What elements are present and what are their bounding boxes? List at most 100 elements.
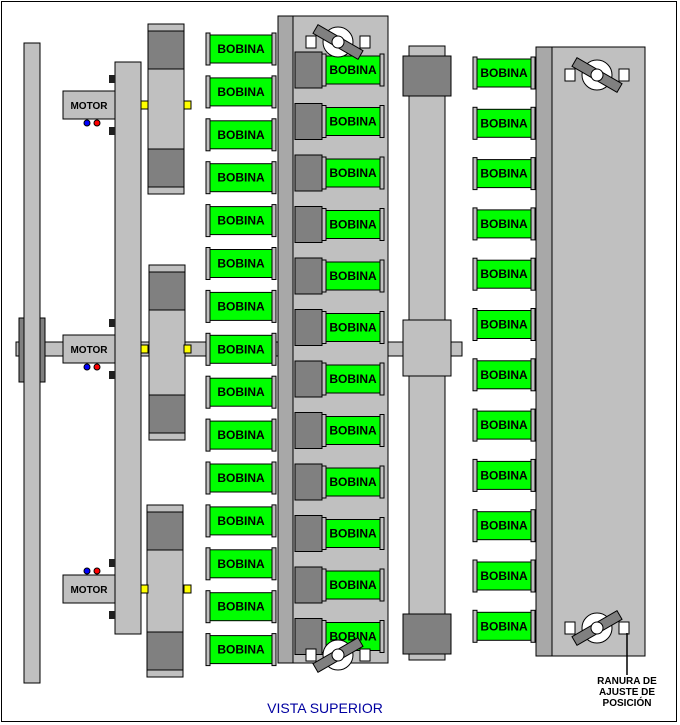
coil-col2-6-label: BOBINA	[329, 321, 377, 335]
coil-col1-12-flange-right	[271, 504, 277, 538]
coil-col2-2-flange-left	[321, 105, 327, 138]
coil-col2-4-flange-right	[379, 208, 385, 241]
coil-col1-5-flange-left	[205, 204, 211, 238]
coil-col1-15: BOBINA	[205, 633, 277, 667]
coil-col1-4-flange-left	[205, 161, 211, 195]
coil-col2-3-flange-left	[321, 156, 327, 190]
coil-col2-5-label: BOBINA	[329, 269, 377, 283]
coil-col1-7: BOBINA	[205, 289, 277, 323]
motor-3-terminal-blue	[83, 567, 91, 575]
coil-col1-7-flange-left	[205, 289, 211, 323]
coil-col1-12-flange-left	[205, 504, 211, 538]
coil-col3-9-flange-left	[472, 458, 478, 492]
coil-col3-6-flange-right	[530, 308, 536, 341]
coil-col2-7-flange-left	[321, 362, 327, 396]
coil-col3-6-flange-left	[472, 308, 478, 341]
coil-col3-9-flange-right	[530, 458, 536, 492]
coil-col2-4-pocket	[294, 206, 323, 243]
rotor-2-magnet-top	[148, 271, 186, 311]
coil-col1-4-label: BOBINA	[217, 171, 265, 185]
coil-col3-9: BOBINA	[472, 458, 536, 492]
coil-col1-13-flange-left	[205, 547, 211, 581]
motor-1-bolt-top	[109, 75, 115, 83]
coil-col1-2-flange-left	[205, 75, 211, 109]
coil-col2-9-label: BOBINA	[329, 475, 377, 489]
coil-col3-5-winding	[476, 259, 532, 289]
coil-col1-10: BOBINA	[205, 418, 277, 452]
coil-col3-11-winding	[476, 561, 532, 591]
coil-col3-8: BOBINA	[472, 408, 536, 442]
coil-col1-2-flange-right	[271, 75, 277, 109]
knob-carrier-top-slot-left	[305, 35, 317, 49]
coil-col1-15-label: BOBINA	[217, 643, 265, 657]
coil-col2-8-flange-right	[379, 414, 385, 447]
coil-col1-9-flange-right	[271, 375, 277, 409]
coil-col2-1: BOBINA	[321, 53, 385, 87]
coil-col1-1-flange-left	[205, 32, 211, 66]
coil-col1-10-label: BOBINA	[217, 428, 265, 442]
coil-col3-10-winding	[476, 511, 532, 541]
coil-col2-4-label: BOBINA	[329, 218, 377, 232]
coil-col3-2-label: BOBINA	[480, 116, 528, 130]
coil-col2-8-pocket	[294, 412, 323, 449]
coil-col3-4: BOBINA	[472, 207, 536, 241]
coil-col3-2: BOBINA	[472, 106, 536, 140]
coil-col1-3: BOBINA	[205, 118, 277, 152]
motor-2-terminal-red	[93, 363, 101, 371]
coil-col2-11-label: BOBINA	[329, 578, 377, 592]
coil-col1-4-flange-right	[271, 161, 277, 195]
motor-2-bolt-bottom	[109, 371, 115, 379]
coil-col2-9-winding	[325, 467, 381, 497]
slot-note-line-1: RANURA DE	[597, 676, 657, 687]
coil-col3-9-label: BOBINA	[480, 468, 528, 482]
motor-2-bolt-top	[109, 319, 115, 327]
coil-col2-2-pocket	[294, 103, 323, 140]
motor-3-bolt-top	[109, 559, 115, 567]
coil-col1-11-label: BOBINA	[217, 471, 265, 485]
coil-col1-7-winding	[209, 291, 273, 321]
rotor-1-shaft-pin-left	[140, 100, 149, 110]
coil-col2-6: BOBINA	[321, 311, 385, 344]
coil-col2-5-flange-left	[321, 259, 327, 293]
coil-col1-5-flange-right	[271, 204, 277, 238]
coil-col3-7-label: BOBINA	[480, 368, 528, 382]
motor-3-label: MOTOR	[70, 585, 108, 596]
coil-col3-12-winding	[476, 611, 532, 641]
coil-col3-11: BOBINA	[472, 559, 536, 593]
coil-col1-11-flange-left	[205, 461, 211, 495]
coil-col3-4-label: BOBINA	[480, 217, 528, 231]
coil-col2-9: BOBINA	[321, 465, 385, 499]
coil-col3-9-winding	[476, 460, 532, 490]
rotor-1-shaft-pin-right	[183, 100, 192, 110]
coil-col1-6-flange-right	[271, 247, 277, 280]
coil-col3-8-flange-right	[530, 408, 536, 442]
coil-col2-2-flange-right	[379, 105, 385, 138]
transfer-plate-block-bottom	[402, 613, 452, 655]
coil-col2-9-flange-right	[379, 465, 385, 499]
coil-col3-12: BOBINA	[472, 609, 536, 643]
coil-col1-10-flange-left	[205, 418, 211, 452]
coil-col2-6-flange-left	[321, 311, 327, 344]
coil-col1-14-winding	[209, 592, 273, 622]
knob-right-bottom-slot-right	[618, 621, 630, 635]
coil-col2-1-pocket	[294, 51, 323, 89]
coil-col2-6-winding	[325, 313, 381, 342]
coil-col3-5-flange-right	[530, 257, 536, 291]
coil-col3-12-flange-right	[530, 609, 536, 643]
motor-1-label: MOTOR	[70, 101, 108, 112]
coil-col2-1-flange-right	[379, 53, 385, 87]
coil-col2-3-winding	[325, 158, 381, 188]
coil-col1-5-label: BOBINA	[217, 214, 265, 228]
motor-3-terminal-red	[93, 567, 101, 575]
coil-col1-13-winding	[209, 549, 273, 579]
coil-col2-8-flange-left	[321, 414, 327, 447]
motor-1: MOTOR	[62, 75, 116, 135]
coil-col3-12-flange-left	[472, 609, 478, 643]
coil-col2-9-flange-left	[321, 465, 327, 499]
coil-col1-14-flange-left	[205, 590, 211, 624]
coil-col3-6-winding	[476, 310, 532, 339]
coil-col1-14-label: BOBINA	[217, 600, 265, 614]
coil-col1-10-winding	[209, 420, 273, 450]
left-plate	[23, 42, 41, 684]
